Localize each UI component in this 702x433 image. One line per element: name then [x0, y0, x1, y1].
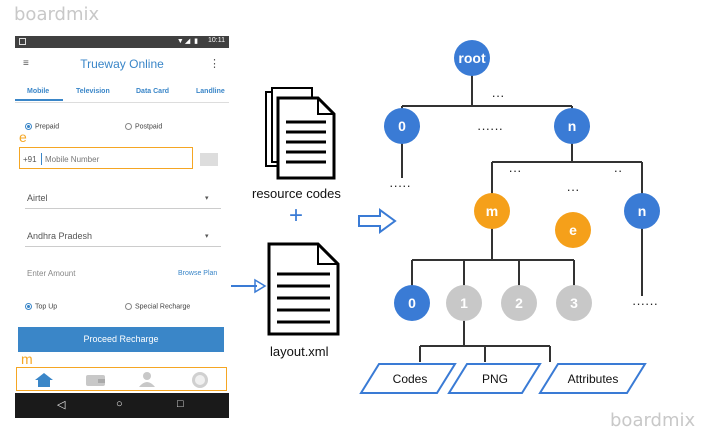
ellipsis-left: ····· — [389, 178, 411, 193]
proceed-recharge-button[interactable]: Proceed Recharge — [18, 327, 224, 352]
circle-select[interactable]: Andhra Pradesh — [27, 231, 93, 241]
node-root — [454, 40, 490, 76]
radio-dot — [25, 303, 32, 310]
support-icon[interactable] — [190, 370, 210, 389]
radio-label: Top Up — [35, 303, 58, 311]
more-options-icon[interactable]: ⋮ — [209, 58, 220, 70]
png-label: PNG — [482, 372, 508, 386]
radio-dot — [25, 123, 32, 130]
resource-codes-icon — [265, 87, 336, 180]
tree-edges — [401, 72, 643, 362]
tab-data-card[interactable]: Data Card — [136, 88, 170, 95]
status-time: 10:11 — [208, 37, 225, 44]
operator-select[interactable]: Airtel — [27, 193, 48, 203]
ellipsis-mid: ······ — [477, 121, 503, 136]
menu-icon[interactable]: ≡ — [23, 58, 29, 69]
tab-mobile[interactable]: Mobile — [27, 88, 50, 95]
node-child-1 — [446, 285, 482, 321]
node-label-c1: 1 — [460, 295, 468, 311]
png-box — [447, 363, 542, 394]
chevron-down-icon: ▾ — [205, 233, 209, 240]
marker-m: m — [21, 351, 33, 367]
node-n-level2 — [624, 193, 660, 229]
node-child-3 — [556, 285, 592, 321]
ellipsis-c: ·· — [614, 163, 623, 178]
status-indicators: ▼◢ ▮ — [176, 38, 199, 45]
node-n-level1 — [554, 108, 590, 144]
radio-label: Prepaid — [35, 123, 60, 131]
ellipsis-a: ··· — [509, 163, 522, 178]
node-label-n: n — [568, 118, 577, 134]
codes-box — [359, 363, 457, 394]
bottom-nav-highlight — [16, 367, 227, 391]
notification-icon — [19, 38, 26, 45]
resource-codes-label: resource codes — [252, 186, 341, 201]
node-label-n2: n — [638, 203, 647, 219]
marker-e: e — [19, 129, 27, 145]
radio-top-up[interactable]: Top Up — [25, 303, 57, 310]
tab-television[interactable]: Television — [76, 88, 110, 95]
browse-plan-link[interactable]: Browse Plan — [178, 270, 218, 277]
tab-indicator — [15, 99, 63, 101]
radio-label: Special Recharge — [135, 303, 191, 311]
attributes-label: Attributes — [568, 372, 619, 386]
divider — [25, 246, 221, 247]
amount-input[interactable]: Enter Amount — [27, 269, 76, 278]
node-label-c0: 0 — [408, 295, 416, 311]
resource-boxes — [359, 363, 647, 394]
layout-xml-icon — [267, 242, 340, 336]
app-bar: ≡ Trueway Online ⋮ — [15, 48, 229, 82]
node-label-m: m — [486, 203, 498, 219]
node-label-c3: 3 — [570, 295, 578, 311]
radio-postpaid[interactable]: Postpaid — [125, 123, 162, 130]
app-title: Trueway Online — [80, 57, 164, 71]
mobile-number-input[interactable]: Mobile Number — [45, 155, 100, 164]
ellipsis-right: ······ — [632, 296, 658, 311]
text-cursor — [41, 153, 42, 165]
node-e — [555, 212, 591, 248]
tree-nodes — [384, 40, 660, 321]
hollow-arrow — [358, 208, 397, 234]
back-icon[interactable]: ◁ — [57, 399, 66, 411]
node-label-root: root — [458, 50, 486, 66]
node-label-e: e — [569, 222, 577, 238]
codes-label: Codes — [393, 372, 428, 386]
node-0-level1 — [384, 108, 420, 144]
profile-icon[interactable] — [138, 371, 156, 388]
recents-icon[interactable]: □ — [177, 398, 184, 410]
radio-label: Postpaid — [135, 123, 163, 131]
watermark-bottom: boardmix — [610, 410, 696, 431]
home-nav-icon[interactable]: ○ — [116, 398, 123, 410]
divider — [25, 208, 221, 209]
wallet-icon[interactable] — [85, 373, 107, 387]
node-child-0 — [394, 285, 430, 321]
node-label-0: 0 — [398, 118, 406, 134]
plus-sign: + — [289, 202, 304, 229]
status-bar: ▼◢ ▮ 10:11 — [15, 36, 229, 48]
contacts-icon[interactable] — [200, 153, 218, 166]
home-icon[interactable] — [33, 372, 55, 388]
node-m — [474, 193, 510, 229]
phone-screenshot: ▼◢ ▮ 10:11 ≡ Trueway Online ⋮ Mobile Tel… — [15, 36, 229, 418]
layout-xml-label: layout.xml — [270, 344, 329, 359]
radio-special-recharge[interactable]: Special Recharge — [125, 303, 190, 310]
ellipsis-b: ··· — [567, 182, 580, 197]
ellipsis-top: ··· — [492, 88, 505, 103]
arrow-to-layout-xml — [231, 278, 267, 294]
radio-prepaid[interactable]: Prepaid — [25, 123, 59, 130]
android-nav-bar: ◁ ○ □ — [15, 393, 229, 418]
tab-bar: Mobile Television Data Card Landline — [15, 82, 229, 103]
node-child-2 — [501, 285, 537, 321]
chevron-down-icon: ▾ — [205, 195, 209, 202]
radio-dot — [125, 123, 132, 130]
mobile-number-highlight — [19, 147, 193, 169]
view-tree-diagram: root 0 n m e n 0 1 2 3 ··· ······ ····· … — [359, 40, 660, 394]
tab-landline[interactable]: Landline — [196, 88, 225, 95]
radio-dot — [125, 303, 132, 310]
node-label-c2: 2 — [515, 295, 523, 311]
watermark-top: boardmix — [14, 4, 100, 25]
attributes-box — [538, 363, 647, 394]
country-code: +91 — [23, 155, 37, 164]
